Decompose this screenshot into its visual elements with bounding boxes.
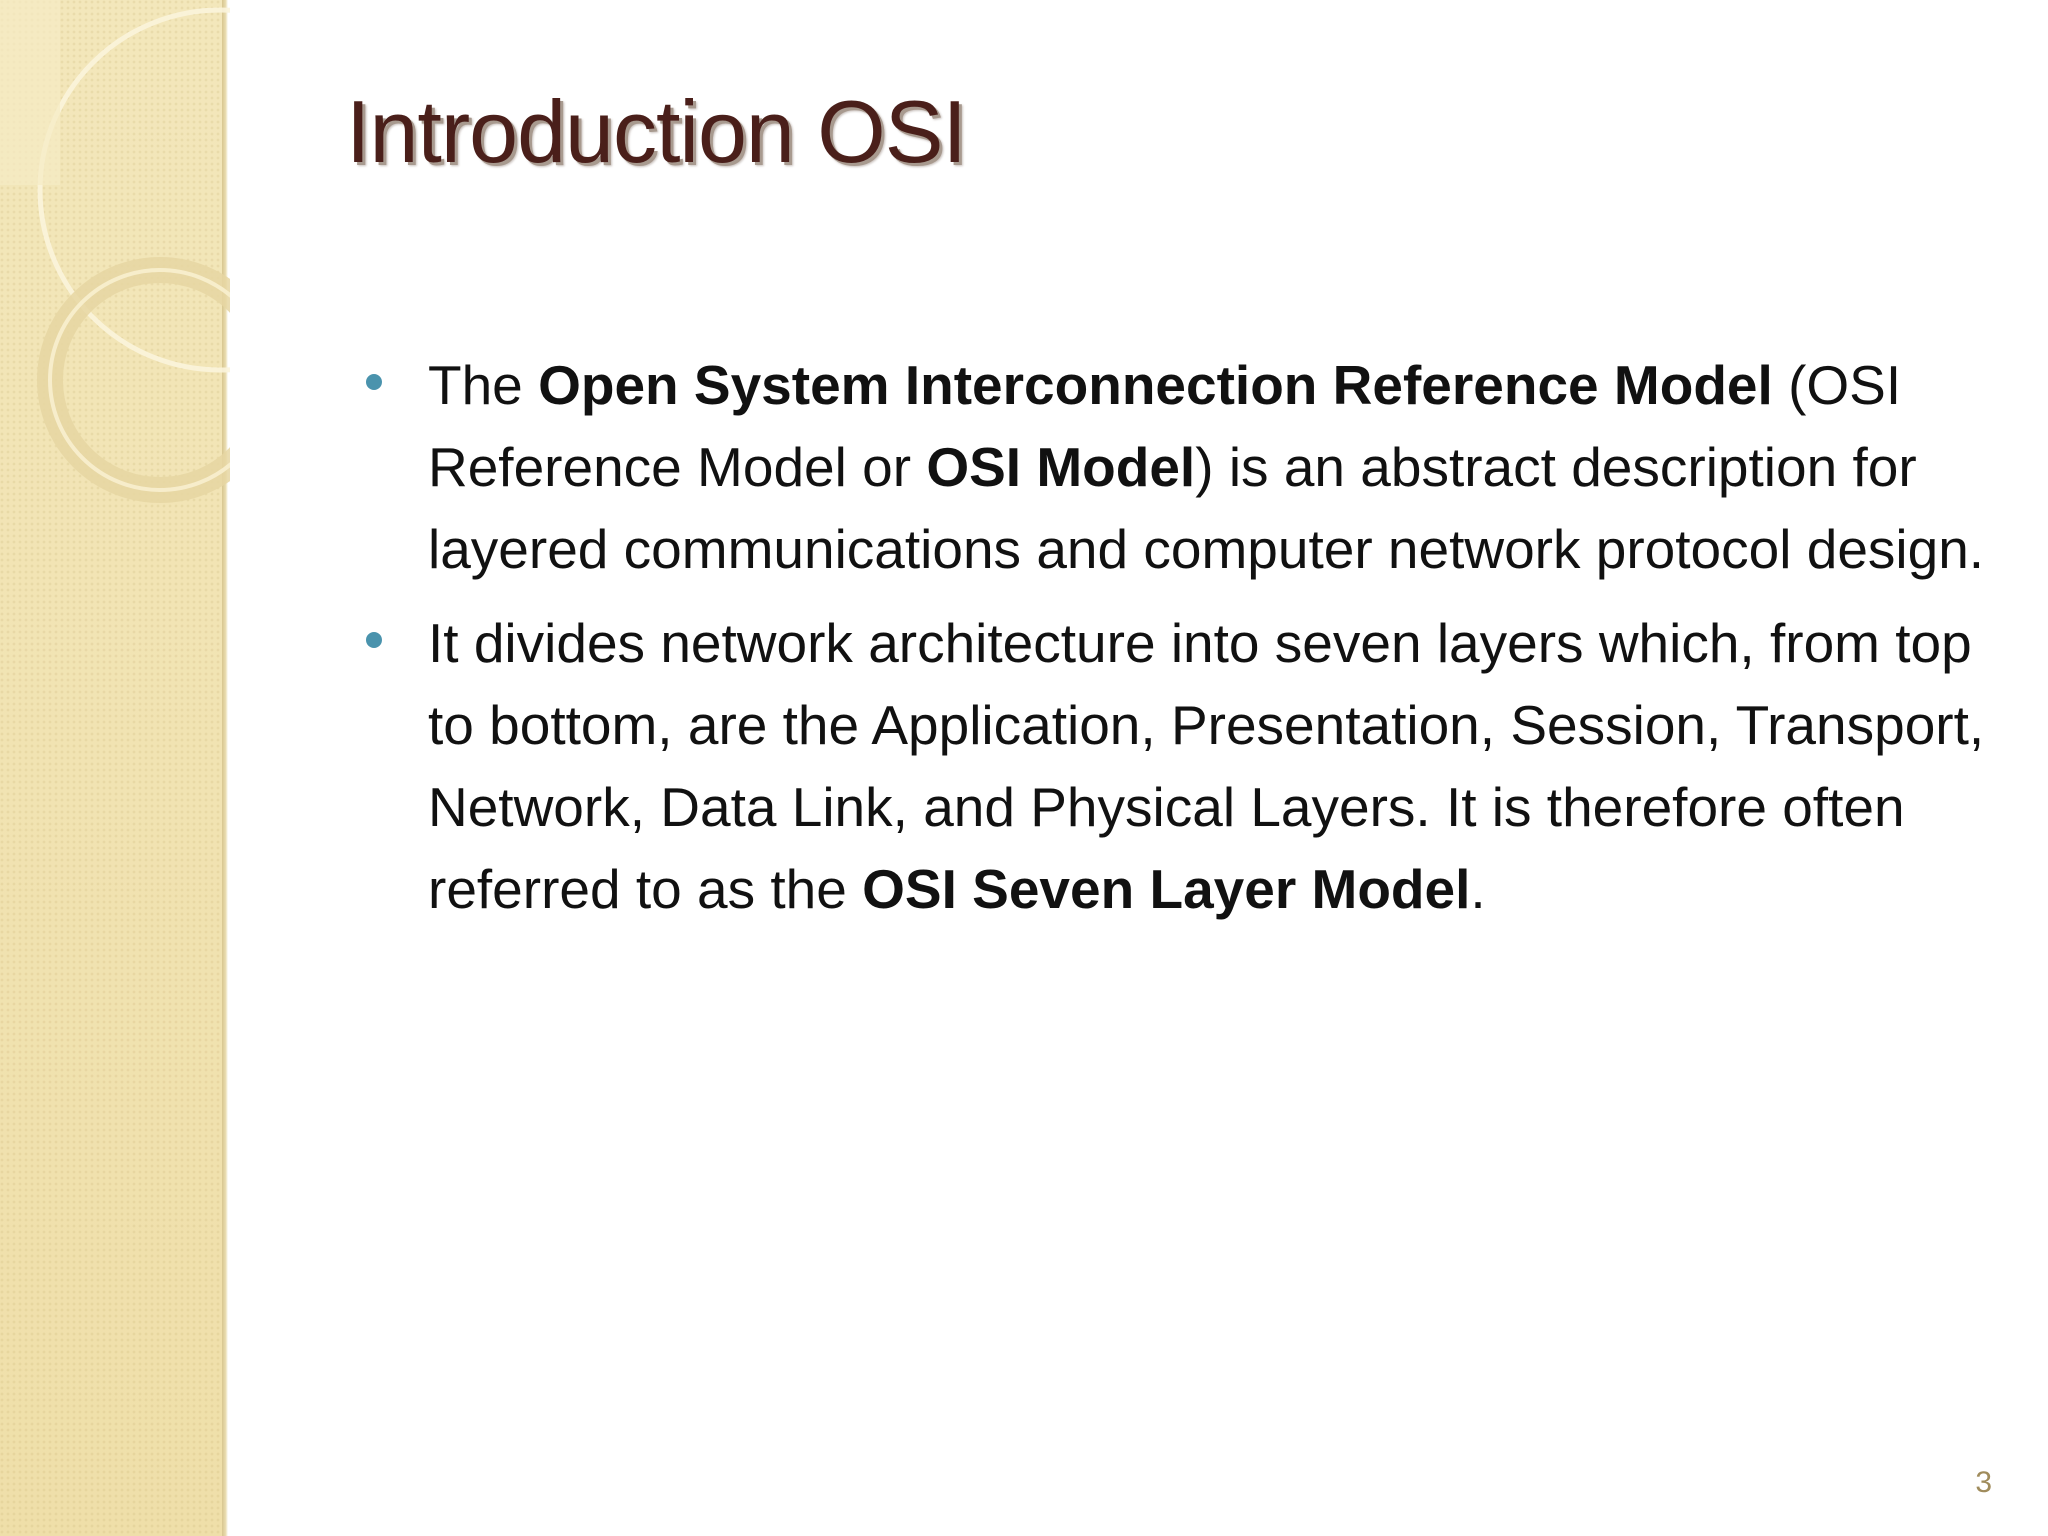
slide-title: Introduction OSI <box>346 82 967 181</box>
bullet-text: It divides network architecture into sev… <box>428 612 1985 920</box>
side-panel-edge <box>222 0 228 1536</box>
bullet-dot-icon <box>366 632 382 648</box>
side-panel <box>0 0 226 1536</box>
decorative-rings <box>0 0 230 503</box>
bullet-text: The Open System Interconnection Referenc… <box>428 354 1985 580</box>
bullet-item: The Open System Interconnection Referenc… <box>362 344 2002 590</box>
large-ring <box>37 7 230 373</box>
medium-ring-highlight <box>48 268 230 492</box>
corner-panel <box>0 0 60 185</box>
bullet-item: It divides network architecture into sev… <box>362 602 2002 930</box>
bullet-dot-icon <box>366 374 382 390</box>
page-number: 3 <box>1975 1466 1992 1499</box>
medium-ring <box>37 257 230 503</box>
bullet-list: The Open System Interconnection Referenc… <box>362 344 2002 942</box>
